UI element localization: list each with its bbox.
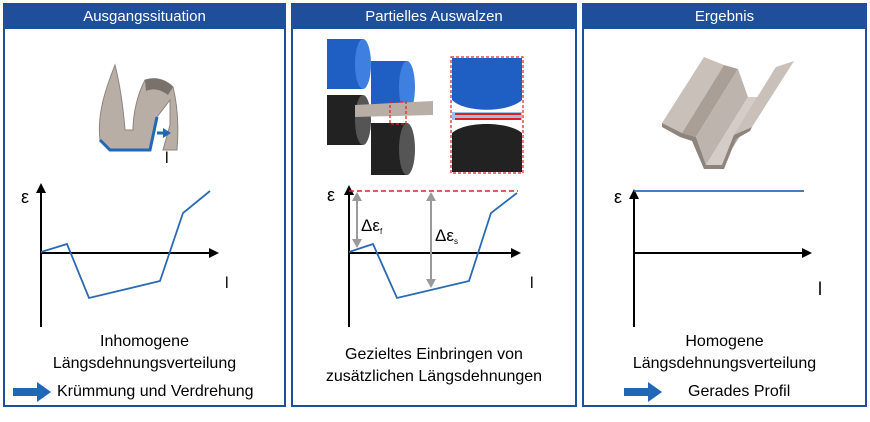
result-row: Gerades Profil <box>624 382 790 402</box>
rolling-mill-illustration <box>327 39 433 175</box>
x-axis-label: l <box>225 275 229 292</box>
caption-line-2: zusätzlichen Längsdehnungen <box>325 368 543 385</box>
panel3-graphics: ε l <box>614 57 822 327</box>
delta-f-label: Δεf <box>361 216 383 236</box>
straight-profile-illustration <box>662 57 794 169</box>
strain-curve <box>348 192 518 300</box>
delta-s-label: Δεs <box>435 226 458 246</box>
result-text: Gerades Profil <box>688 383 791 400</box>
panel1-graphics: l ε l <box>21 63 229 327</box>
x-axis-label: l <box>530 275 534 292</box>
caption-line-1: Homogene <box>685 333 764 350</box>
caption-line-2: Längsdehnungsverteilung <box>52 355 237 372</box>
y-axis-label: ε <box>327 185 335 205</box>
panel-ausgangssituation: Ausgangssituation l ε l Inhomogene Längs… <box>3 3 286 407</box>
part-length-label: l <box>165 150 169 167</box>
result-text: Krümmung und Verdrehung <box>57 383 254 400</box>
roll-gap-detail <box>450 56 524 174</box>
result-arrow-icon <box>624 382 662 402</box>
caption-line-1: Gezieltes Einbringen von <box>345 346 523 363</box>
result-row: Krümmung und Verdrehung <box>13 382 254 402</box>
panel2-graphics: ε l Δεf Δεs <box>327 39 534 327</box>
panel-title: Partielles Auswalzen <box>293 5 575 29</box>
y-axis-label: ε <box>614 187 622 207</box>
result-arrow-icon <box>13 382 51 402</box>
x-axis-label: l <box>818 279 822 299</box>
caption-line-1: Inhomogene <box>100 333 189 350</box>
panel-ergebnis: Ergebnis ε l Homogene Längsdehnungsverte… <box>582 3 867 407</box>
caption-line-2: Längsdehnungsverteilung <box>632 355 817 372</box>
strain-curve <box>40 190 211 300</box>
twisted-profile-illustration <box>98 63 179 152</box>
panel-partielles-auswalzen: Partielles Auswalzen ε <box>291 3 577 407</box>
panel-title: Ausgangssituation <box>5 5 284 29</box>
y-axis-label: ε <box>21 187 29 207</box>
panel-title: Ergebnis <box>584 5 865 29</box>
